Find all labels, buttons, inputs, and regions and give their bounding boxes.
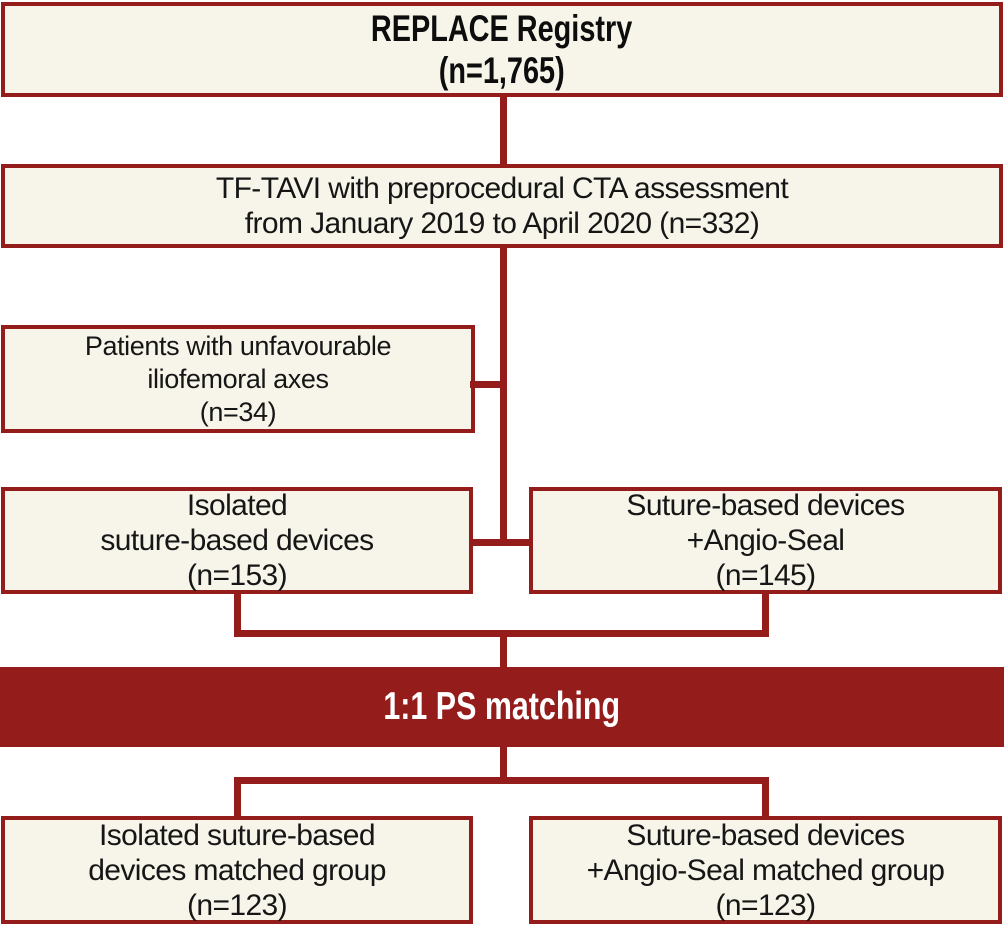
connector-split-center [500,745,507,782]
isolated-matched-line2: devices matched group [88,853,386,887]
isolated-matched-line3: (n=123) [186,888,288,922]
connector-exclusion-branch [470,381,504,388]
exclusion-line2: iliofemoral axes [147,363,329,394]
registry-title-line: REPLACE Registry [334,8,669,50]
connector-groups-horizontal [469,539,533,546]
angio-seal-matched-line2: +Angio-Seal matched group [586,853,945,887]
isolated-line3: (n=153) [186,559,288,592]
angio-seal-matched-box: Suture-based devices +Angio-Seal matched… [529,816,1002,924]
isolated-matched-box: Isolated suture-based devices matched gr… [1,816,473,924]
ps-matching-line: 1:1 PS matching [350,685,653,729]
angio-seal-devices-box: Suture-based devices +Angio-Seal (n=145) [529,487,1002,594]
connector-merge-center [500,635,507,669]
registry-n-line: (n=1,765) [421,50,582,92]
connector-registry-to-tftavi [500,95,507,167]
angio-seal-line2: +Angio-Seal [686,524,845,557]
connector-main-vertical [500,246,507,546]
connector-merge-left [234,592,241,637]
isolated-line2: suture-based devices [100,524,374,557]
tf-tavi-line2: from January 2019 to April 2020 (n=332) [244,207,760,240]
registry-n-text: (n=1,765) [439,49,565,91]
angio-seal-matched-line1: Suture-based devices [626,818,905,852]
connector-split-horizontal [234,777,769,784]
registry-title-text: REPLACE Registry [371,7,633,49]
exclusion-box: Patients with unfavourable iliofemoral a… [1,325,475,433]
tf-tavi-line1: TF-TAVI with preprocedural CTA assessmen… [215,172,789,205]
exclusion-line3: (n=34) [199,396,277,427]
connector-split-right [762,777,769,819]
angio-seal-matched-line3: (n=123) [715,888,816,922]
isolated-line1: Isolated [186,489,288,522]
registry-box: REPLACE Registry (n=1,765) [1,2,1003,97]
isolated-devices-box: Isolated suture-based devices (n=153) [1,487,473,594]
angio-seal-line1: Suture-based devices [626,489,905,522]
exclusion-line1: Patients with unfavourable [84,330,392,361]
connector-split-left [234,777,241,819]
connector-merge-right [762,592,769,637]
connector-merge-horizontal [234,630,769,637]
isolated-matched-line1: Isolated suture-based [99,818,376,852]
ps-matching-text: 1:1 PS matching [383,685,621,728]
angio-seal-line3: (n=145) [715,559,816,592]
ps-matching-banner: 1:1 PS matching [0,667,1004,747]
tf-tavi-box: TF-TAVI with preprocedural CTA assessmen… [1,164,1003,248]
